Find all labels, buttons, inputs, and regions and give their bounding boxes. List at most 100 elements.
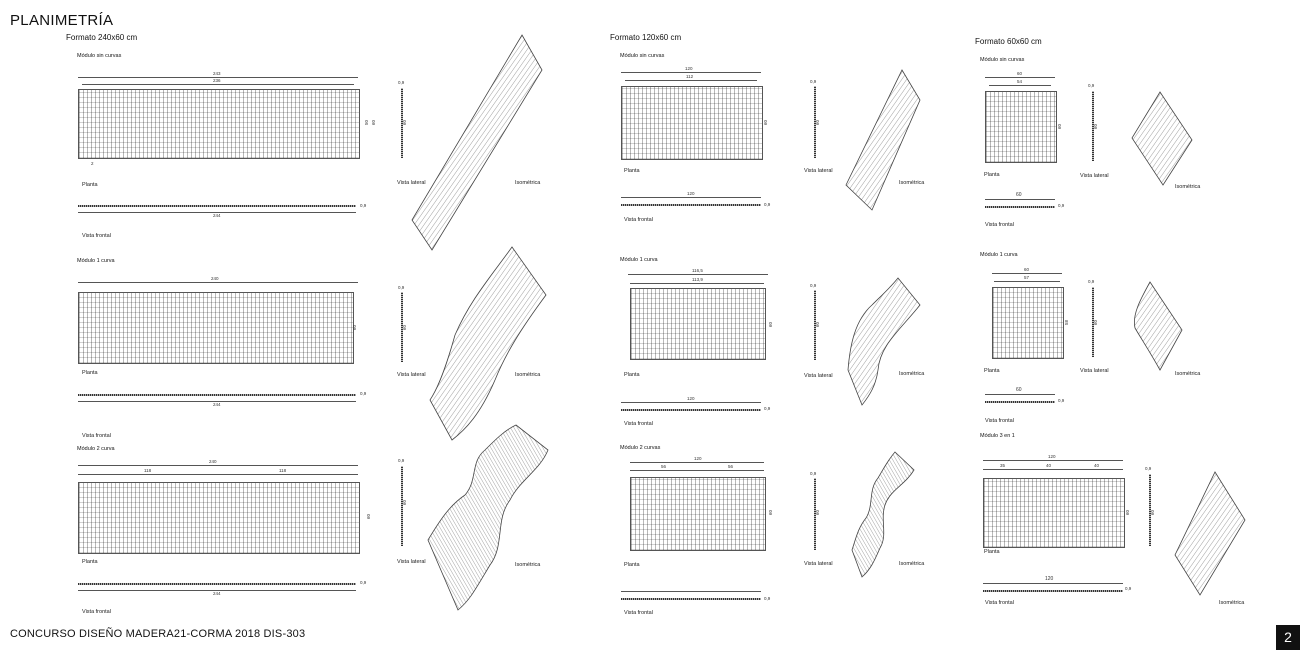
dimension-label: 0,9 xyxy=(810,283,817,288)
dimension-label: 60 xyxy=(1024,267,1030,272)
dimension-line xyxy=(621,197,761,198)
dimension-line xyxy=(78,401,356,402)
dimension-line xyxy=(994,281,1060,282)
dimension-line xyxy=(983,469,1123,470)
isometric-panel-curve xyxy=(1133,281,1183,371)
dimension-label: 60 xyxy=(768,509,774,516)
module-name: Módulo 1 curva xyxy=(980,252,1018,258)
dimension-label: 120 xyxy=(685,66,693,71)
dimension-label: 118 xyxy=(144,468,152,473)
side-view-strip xyxy=(1092,91,1094,161)
dimension-label: 0,9 xyxy=(360,203,367,208)
format-title-120: Formato 120x60 cm xyxy=(610,33,682,42)
front-view-strip xyxy=(621,409,761,411)
dimension-line xyxy=(78,77,358,78)
dimension-label: 116,5 xyxy=(692,268,703,273)
dimension-label: 54 xyxy=(1017,79,1023,84)
front-view-strip xyxy=(78,583,356,585)
vista-frontal-label: Vista frontal xyxy=(82,233,111,239)
front-view-strip xyxy=(78,394,356,396)
side-view-strip xyxy=(401,88,403,158)
dimension-line xyxy=(78,212,356,213)
vista-lateral-label: Vista lateral xyxy=(397,559,426,565)
isometrica-label: Isométrica xyxy=(1175,371,1201,377)
side-view-strip xyxy=(401,466,403,546)
panel-plan xyxy=(621,86,763,160)
module-name: Módulo 2 curvas xyxy=(620,445,661,451)
planta-label: Planta xyxy=(624,372,640,378)
dimension-label: 60 xyxy=(1093,319,1099,326)
module-name: Módulo 2 curva xyxy=(77,446,115,452)
dimension-label: 60 xyxy=(1093,123,1099,130)
front-view-strip xyxy=(78,205,356,207)
dimension-label: 0,9 xyxy=(398,458,405,463)
vista-frontal-label: Vista frontal xyxy=(985,600,1014,606)
dimension-line xyxy=(78,282,358,283)
dimension-line xyxy=(621,591,761,592)
planta-label: Planta xyxy=(984,549,1000,555)
isometrica-label: Isométrica xyxy=(899,180,925,186)
dimension-label: 0,9 xyxy=(360,580,367,585)
vista-frontal-label: Vista frontal xyxy=(624,421,653,427)
dimension-line xyxy=(621,402,761,403)
dimension-label: 243 xyxy=(213,71,221,76)
vista-frontal-label: Vista frontal xyxy=(985,418,1014,424)
isometrica-label: Isométrica xyxy=(515,562,541,568)
front-view-strip xyxy=(985,401,1055,403)
dimension-label: 0,9 xyxy=(1125,586,1132,591)
side-view-strip xyxy=(401,292,403,362)
dimension-label: 0,9 xyxy=(764,202,771,207)
dimension-label: 120 xyxy=(1045,576,1054,582)
dimension-label: 0,9 xyxy=(398,285,405,290)
vista-frontal-label: Vista frontal xyxy=(82,609,111,615)
side-view-strip xyxy=(814,86,816,158)
vista-lateral-label: Vista lateral xyxy=(397,372,426,378)
module-name: Módulo sin curvas xyxy=(77,53,122,59)
dimension-line xyxy=(983,460,1123,461)
side-view-strip xyxy=(814,290,816,360)
vista-lateral-label: Vista lateral xyxy=(397,180,426,186)
dimension-label: 56 xyxy=(661,464,667,469)
panel-plan xyxy=(630,477,766,551)
panel-plan xyxy=(630,288,766,360)
dimension-label: 0,9 xyxy=(1058,398,1065,403)
module-name: Módulo 1 curva xyxy=(77,258,115,264)
panel-plan xyxy=(985,91,1057,163)
vista-lateral-label: Vista lateral xyxy=(804,168,833,174)
side-view-strip xyxy=(1149,474,1151,546)
dimension-label: 0,9 xyxy=(1088,279,1095,284)
dimension-label: 120 xyxy=(687,191,695,196)
panel-plan xyxy=(78,89,360,159)
dimension-label: 0,9 xyxy=(1088,83,1095,88)
isometric-panel-curve xyxy=(429,246,547,441)
vista-lateral-label: Vista lateral xyxy=(804,561,833,567)
dimension-label: 60 xyxy=(1016,192,1022,198)
dimension-label: 120 xyxy=(694,456,702,461)
side-view-strip xyxy=(814,478,816,550)
format-title-60: Formato 60x60 cm xyxy=(975,37,1042,46)
isometrica-label: Isométrica xyxy=(515,180,541,186)
dimension-label: 118 xyxy=(279,468,287,473)
dimension-label: 40 xyxy=(1094,463,1100,468)
front-view-strip xyxy=(983,590,1123,592)
dimension-line xyxy=(82,84,354,85)
vista-frontal-label: Vista frontal xyxy=(624,610,653,616)
module-name: Módulo sin curvas xyxy=(620,53,665,59)
isometric-panel-flat xyxy=(411,34,543,251)
dimension-label: 60 xyxy=(1150,509,1156,516)
page-number: 2 xyxy=(1276,625,1300,650)
dimension-label: 244 xyxy=(213,591,221,596)
dimension-label: 60 xyxy=(1125,509,1131,516)
dimension-line xyxy=(630,470,764,471)
dimension-label: 0,9 xyxy=(764,596,771,601)
dimension-label: 57 xyxy=(1024,275,1030,280)
dimension-label: 244 xyxy=(213,402,221,407)
dimension-label: 0,9 xyxy=(810,471,817,476)
isometrica-label: Isométrica xyxy=(899,561,925,567)
dimension-line xyxy=(985,77,1055,78)
dimension-line xyxy=(78,474,358,475)
isometric-panel-three-in-one xyxy=(1174,471,1246,596)
planta-label: Planta xyxy=(984,172,1000,178)
planta-label: Planta xyxy=(82,370,98,376)
planta-label: Planta xyxy=(984,368,1000,374)
